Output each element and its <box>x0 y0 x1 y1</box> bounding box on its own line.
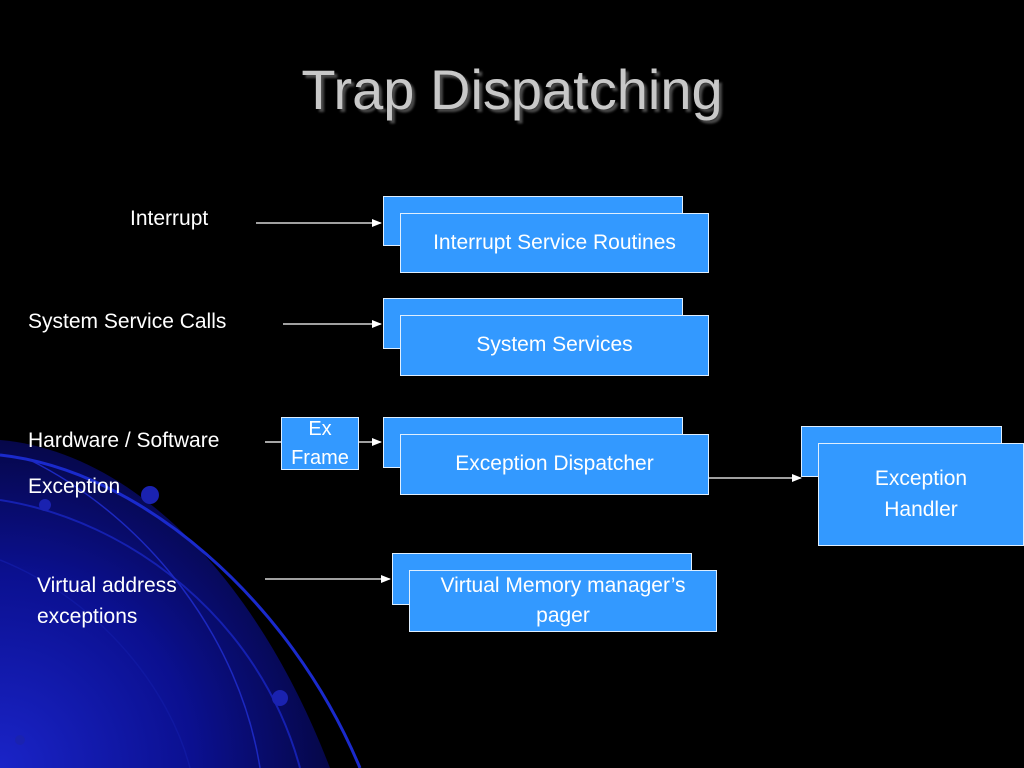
isr-box: Interrupt Service Routines <box>400 213 709 273</box>
system-services-box: System Services <box>400 315 709 376</box>
swirl-dot <box>39 499 51 511</box>
swirl-fill <box>0 440 330 768</box>
vm-pager-label: Virtual Memory manager’s pager <box>440 573 686 627</box>
label-virtual-address: Virtual address <box>37 574 177 597</box>
swirl-line <box>29 459 261 768</box>
system-services-label: System Services <box>476 333 633 357</box>
vm-pager-box: Virtual Memory manager’s pager <box>409 570 717 632</box>
swirl-line <box>0 499 301 768</box>
swirl-dot <box>272 690 288 706</box>
exception-dispatcher-label: Exception Dispatcher <box>455 452 654 476</box>
label-interrupt: Interrupt <box>130 207 209 230</box>
label-system-service-calls: System Service Calls <box>28 310 227 333</box>
ex-frame-box: Ex Frame <box>281 417 359 470</box>
exception-handler-label: Exception Handler <box>874 467 968 521</box>
slide-title: Trap Dispatching <box>301 58 723 121</box>
label-hw-sw: Hardware / Software <box>28 429 220 452</box>
label-exception: Exception <box>28 475 121 498</box>
swirl-line <box>0 559 191 768</box>
isr-label: Interrupt Service Routines <box>433 230 676 254</box>
label-exceptions: exceptions <box>37 605 138 628</box>
exception-dispatcher-box: Exception Dispatcher <box>400 434 709 495</box>
ex-frame-line2: Frame <box>291 446 349 469</box>
swirl-dot <box>15 735 25 745</box>
swirl-dot <box>141 486 159 504</box>
swirl-line <box>0 453 362 768</box>
ex-frame-line1: Ex <box>308 417 332 440</box>
